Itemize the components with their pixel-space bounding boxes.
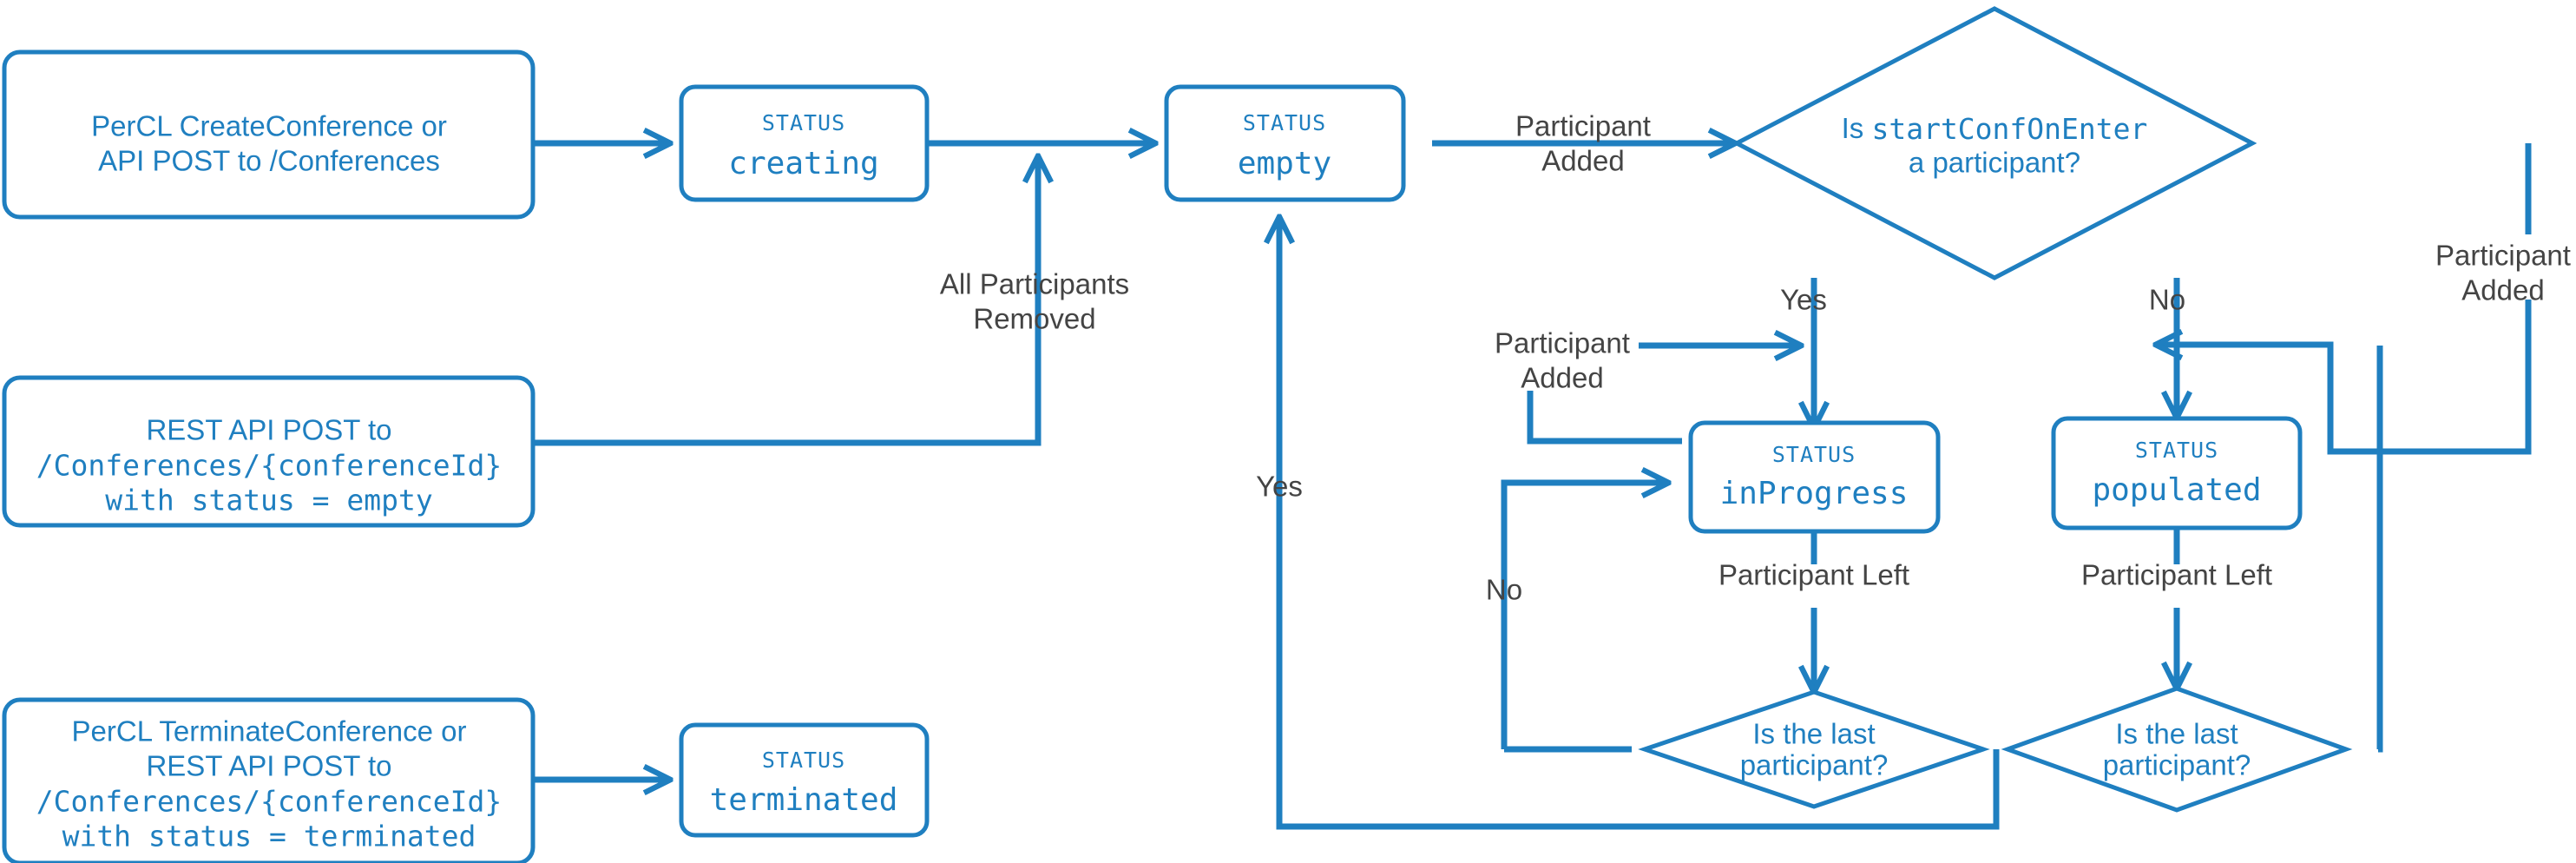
node-decision-startconfonenter[interactable]: Is startConfOnEnter a participant?: [1732, 6, 2257, 280]
status-terminated-box[interactable]: [679, 722, 930, 838]
status-creating-label: STATUS: [762, 110, 845, 135]
status-populated-value: populated: [2092, 472, 2261, 508]
decision-startconfonenter-shape[interactable]: [1732, 6, 2257, 280]
label-participant-added-right-line2: Added: [2461, 274, 2544, 306]
node-decision-last-participant-left[interactable]: Is the last participant?: [1638, 689, 1990, 809]
terminate-conference-line1: PerCL TerminateConference or: [72, 715, 467, 748]
status-creating-box[interactable]: [679, 84, 930, 202]
edge-yes-to-empty: [1279, 218, 2000, 830]
label-no-to-populated: No: [2149, 284, 2185, 316]
rest-post-empty-line3: with status = empty: [105, 484, 433, 517]
node-status-creating[interactable]: STATUS creating: [679, 84, 930, 202]
decision-last-right-line1: Is the last: [2115, 718, 2238, 750]
node-rest-post-empty[interactable]: REST API POST to /Conferences/{conferenc…: [2, 375, 536, 528]
node-status-empty[interactable]: STATUS empty: [1164, 84, 1406, 202]
decision-last-participant-right-shape[interactable]: [2001, 686, 2353, 813]
terminate-conference-line2: REST API POST to: [146, 750, 391, 782]
rest-post-empty-line1: REST API POST to: [146, 414, 391, 446]
node-status-populated[interactable]: STATUS populated: [2051, 416, 2303, 530]
terminate-conference-line3: /Conferences/{conferenceId}: [36, 785, 502, 819]
decision-startconfonenter-line1: Is startConfOnEnter: [1842, 112, 2148, 146]
label-participant-left-right: Participant Left: [2081, 559, 2272, 591]
edge-right-diamond-loop: [2376, 347, 2383, 753]
label-participant-added-decision-line1: Participant: [1515, 110, 1651, 142]
create-conference-box[interactable]: [2, 49, 536, 220]
decision-last-participant-left-shape[interactable]: [1638, 689, 1990, 809]
label-yes-to-inprogress: Yes: [1780, 284, 1827, 316]
decision-startconfonenter-line2: a participant?: [1909, 147, 2080, 179]
label-yes-to-empty: Yes: [1256, 471, 1303, 503]
label-participant-added-inprogress-line2: Added: [1521, 362, 1603, 394]
status-inprogress-box[interactable]: [1688, 420, 1941, 534]
decision-last-left-line1: Is the last: [1752, 718, 1875, 750]
create-conference-line1: PerCL CreateConference or: [91, 110, 447, 142]
status-empty-value: empty: [1238, 146, 1331, 181]
connector-layer: [533, 143, 2532, 830]
status-empty-box[interactable]: [1164, 84, 1406, 202]
node-create-conference[interactable]: PerCL CreateConference or API POST to /C…: [2, 49, 536, 220]
edge-no-loop-to-inprogress: [1501, 483, 1667, 749]
status-terminated-label: STATUS: [762, 748, 845, 773]
decision-last-right-line2: participant?: [2103, 749, 2251, 781]
status-populated-label: STATUS: [2135, 438, 2218, 463]
status-inprogress-label: STATUS: [1772, 442, 1856, 467]
node-decision-last-participant-right[interactable]: Is the last participant?: [2001, 686, 2353, 813]
rest-post-empty-line2: /Conferences/{conferenceId}: [36, 449, 502, 483]
label-all-participants-removed-line1: All Participants: [940, 268, 1129, 300]
terminate-conference-line4: with status = terminated: [62, 820, 476, 853]
label-participant-left-left: Participant Left: [1718, 559, 1909, 591]
create-conference-line2: API POST to /Conferences: [98, 145, 440, 177]
label-participant-added-right-line1: Participant: [2435, 240, 2571, 272]
edge-participant-added-inprogress-elbow: [1527, 391, 1682, 445]
edge-all-participants-removed: [533, 157, 1038, 446]
label-participant-added-decision-line2: Added: [1541, 145, 1624, 177]
edge-participant-added-right-lower: [2157, 300, 2532, 455]
label-participant-added-inprogress-line1: Participant: [1495, 327, 1630, 359]
edge-label-layer: Participant Added All Participants Remov…: [940, 110, 2571, 606]
status-populated-box[interactable]: [2051, 416, 2303, 530]
label-no-loop-inprogress: No: [1486, 574, 1522, 606]
node-status-terminated[interactable]: STATUS terminated: [679, 722, 930, 838]
status-terminated-value: terminated: [710, 782, 898, 818]
node-status-inprogress[interactable]: STATUS inProgress: [1688, 420, 1941, 534]
decision-code: startConfOnEnter: [1871, 112, 2147, 146]
status-inprogress-value: inProgress: [1720, 476, 1909, 511]
node-terminate-conference[interactable]: PerCL TerminateConference or REST API PO…: [2, 697, 536, 863]
decision-last-left-line2: participant?: [1740, 749, 1889, 781]
rest-post-empty-box[interactable]: [2, 375, 536, 528]
decision-prefix: Is: [1842, 112, 1872, 144]
status-empty-label: STATUS: [1243, 110, 1326, 135]
label-all-participants-removed-line2: Removed: [973, 303, 1095, 335]
status-creating-value: creating: [728, 146, 878, 181]
